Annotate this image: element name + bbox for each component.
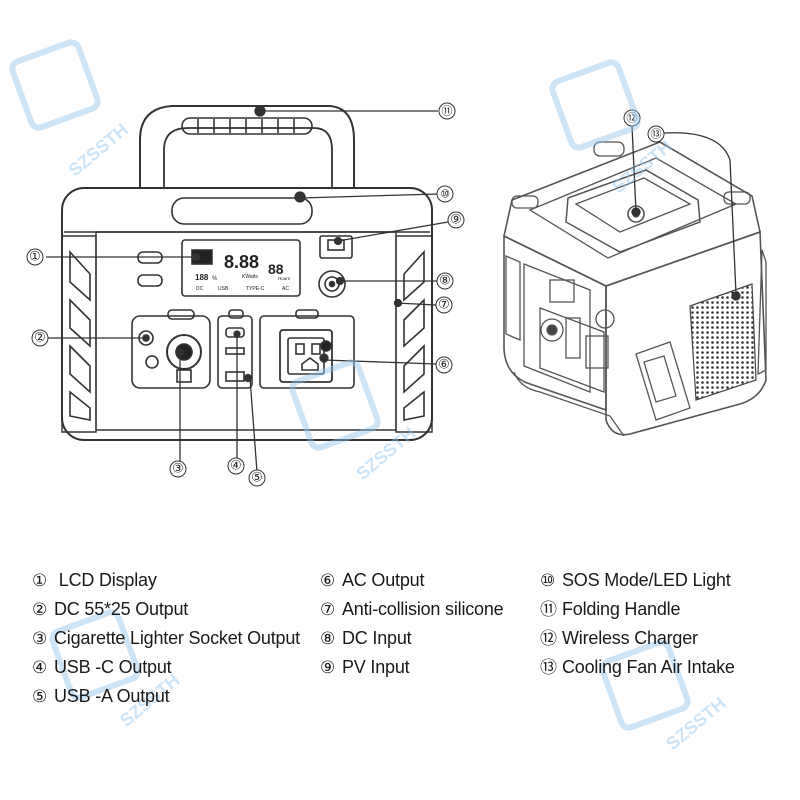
legend-label: LCD Display (54, 570, 157, 590)
legend-num: ⑧ (320, 629, 336, 648)
legend-num: ⑨ (320, 658, 336, 677)
ac-socket (279, 329, 333, 383)
wireless-charger-pad (565, 169, 701, 253)
dc-input-port (318, 270, 346, 298)
legend-num: ① (32, 571, 48, 590)
legend-num: ④ (32, 658, 48, 677)
legend-num: ② (32, 600, 48, 619)
legend-label: PV Input (342, 657, 410, 677)
legend-item: ⑦ Anti-collision silicone (320, 595, 504, 624)
cigarette-socket (166, 334, 202, 370)
lcd-unit-hours: Hours (278, 276, 291, 281)
legend-column-2: ⑥ AC Output ⑦ Anti-collision silicone ⑧ DC … (320, 566, 504, 682)
lcd-percent: 188 (195, 273, 209, 282)
legend-num: ③ (32, 629, 48, 648)
usb-a-port (225, 371, 245, 382)
leader-lines-front (46, 105, 449, 473)
legend-label: SOS Mode/LED Light (562, 570, 731, 590)
callout-7: ⑦ (438, 298, 450, 313)
folding-handle (139, 105, 355, 188)
lcd-port-typec: TYPE-C (246, 286, 265, 292)
legend-item: ⑩ SOS Mode/LED Light (540, 566, 735, 595)
legend-item: ⑫ Wireless Charger (540, 624, 735, 653)
legend-item: ① LCD Display (32, 566, 300, 595)
watermark-text-2: SZSSTH (608, 136, 675, 197)
legend-column-3: ⑩ SOS Mode/LED Light ⑪ Folding Handle ⑫ Wir… (540, 566, 735, 682)
callout-9: ⑨ (450, 213, 462, 228)
lcd-display (181, 239, 301, 297)
legend-item: ② DC 55*25 Output (32, 595, 300, 624)
legend-label: DC 55*25 Output (54, 599, 189, 619)
legend: ① LCD Display ② DC 55*25 Output ③ Cigarett… (0, 566, 800, 716)
legend-item: ③ Cigarette Lighter Socket Output (32, 624, 300, 653)
callout-3: ③ (172, 462, 184, 477)
legend-column-1: ① LCD Display ② DC 55*25 Output ③ Cigarett… (32, 566, 300, 711)
legend-label: Wireless Charger (562, 628, 698, 648)
callout-13: ⑬ (651, 128, 662, 141)
legend-item: ⑧ DC Input (320, 624, 503, 653)
lcd-percent-sign: % (212, 276, 218, 282)
callout-4: ④ (230, 459, 242, 474)
lcd-digits-right: 88 (268, 261, 284, 277)
lcd-port-dc: DC (196, 286, 204, 292)
callouts: ① ② ③ ④ ⑤ ⑥ ⑦ ⑧ ⑨ ⑩ ⑪ ⑫ ⑬ (26, 102, 665, 487)
lcd-readout: 8.88 188 % KWatts 88 Hours DC USB TYPE-C… (195, 252, 291, 292)
leader-lines-iso (631, 125, 741, 301)
legend-item: ⑪ Folding Handle (540, 595, 735, 624)
lcd-port-usb: USB (218, 286, 229, 292)
lcd-port-ac: AC (282, 286, 289, 292)
callout-10: ⑩ (440, 188, 450, 201)
legend-num: ⑩ (540, 571, 556, 590)
callout-12: ⑫ (627, 112, 638, 125)
legend-label: Folding Handle (562, 599, 681, 619)
legend-label: USB -A Output (54, 686, 170, 706)
legend-item: ⑨ PV Input (320, 653, 503, 682)
legend-label: USB -C Output (54, 657, 172, 677)
lcd-digits-left: 8.88 (224, 252, 259, 272)
legend-num: ⑬ (540, 658, 557, 677)
callout-11: ⑪ (442, 105, 453, 118)
dc-output-module (131, 315, 211, 389)
pv-input-port (319, 235, 353, 259)
callout-2: ② (34, 331, 46, 346)
front-view (61, 105, 433, 441)
callout-1: ① (29, 250, 41, 265)
bumper-left (61, 235, 97, 433)
legend-label: Anti-collision silicone (342, 599, 504, 619)
iso-view (503, 141, 767, 437)
legend-label: DC Input (342, 628, 412, 648)
ac-output-module (259, 315, 355, 389)
callout-6: ⑥ (438, 358, 450, 373)
legend-num: ⑥ (320, 571, 336, 590)
legend-num: ⑦ (320, 600, 336, 619)
legend-num: ⑪ (540, 600, 557, 619)
callout-8: ⑧ (439, 274, 451, 289)
bumper-right (395, 235, 433, 433)
legend-item: ④ USB -C Output (32, 653, 300, 682)
sos-led-light (171, 197, 313, 225)
legend-label: AC Output (342, 570, 425, 590)
legend-num: ⑤ (32, 687, 48, 706)
lcd-unit-kwatts: KWatts (242, 274, 258, 280)
legend-item: ⑬ Cooling Fan Air Intake (540, 653, 735, 682)
watermark-text-1: SZSSTH (65, 119, 132, 180)
legend-num: ⑫ (540, 629, 557, 648)
legend-label: Cigarette Lighter Socket Output (54, 628, 300, 648)
callout-5: ⑤ (251, 471, 263, 486)
legend-item: ⑥ AC Output (320, 566, 503, 595)
cooling-fan-intake (689, 283, 757, 401)
legend-item: ⑤ USB -A Output (32, 682, 300, 711)
usb-module (217, 315, 253, 389)
legend-label: Cooling Fan Air Intake (562, 657, 735, 677)
